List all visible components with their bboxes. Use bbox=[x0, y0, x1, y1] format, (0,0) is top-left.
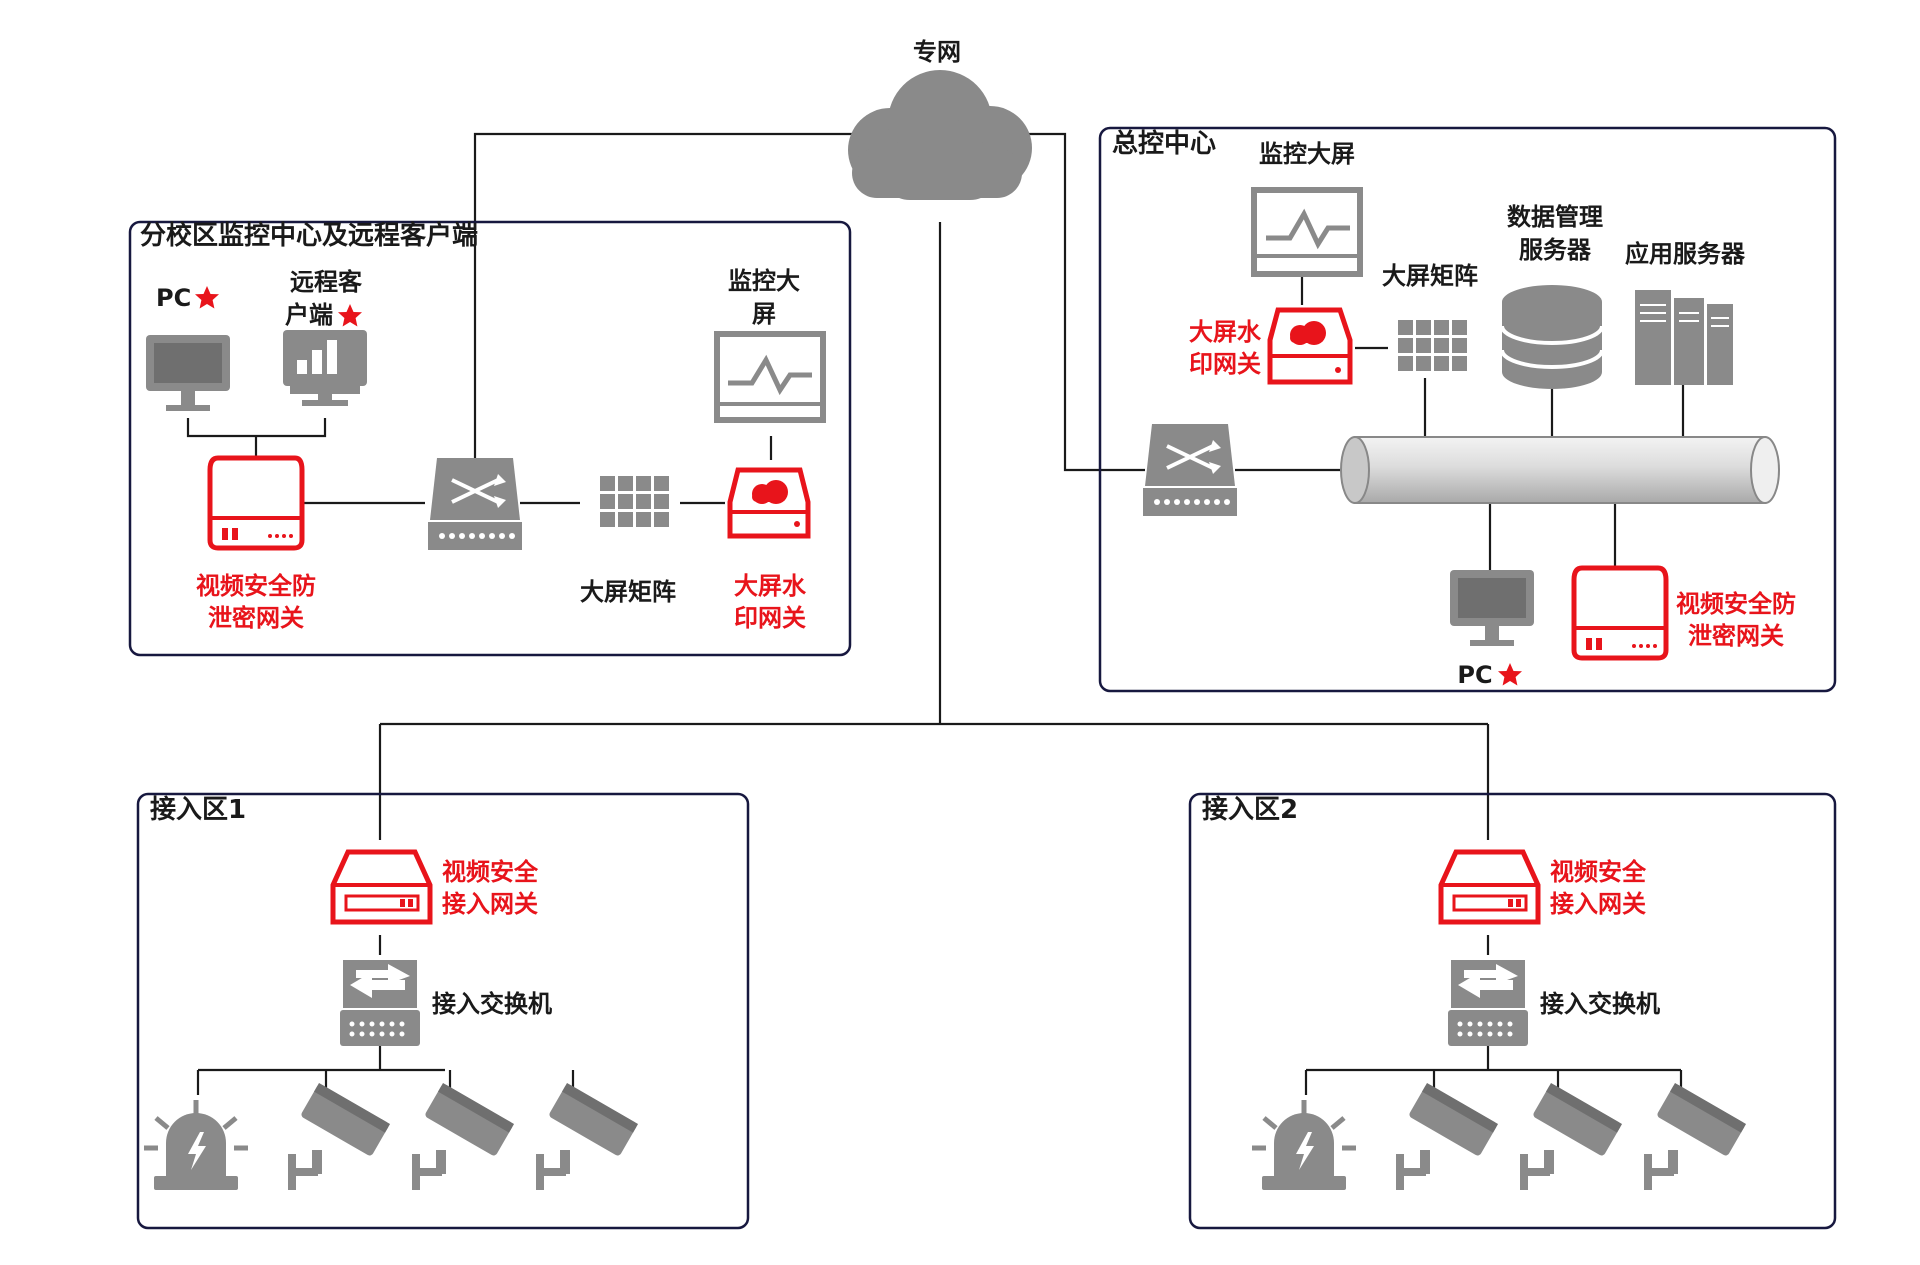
branch-gateway-label-2: 泄密网关 bbox=[208, 604, 304, 632]
main-pc-label: PC bbox=[1457, 661, 1492, 689]
zone-main-title: 总控中心 bbox=[1112, 129, 1216, 159]
camera-icon bbox=[1644, 1083, 1747, 1190]
main-app-server-label: 应用服务器 bbox=[1625, 240, 1746, 268]
star-icon bbox=[1498, 663, 1522, 686]
switch-icon bbox=[428, 458, 522, 550]
main-switch-icon bbox=[1143, 424, 1237, 516]
cloud-label: 专网 bbox=[913, 38, 961, 66]
access-switch-icon bbox=[1448, 960, 1528, 1046]
alarm-icon bbox=[1252, 1100, 1356, 1190]
access2-gateway-label-1: 视频安全 bbox=[1550, 858, 1647, 886]
branch-remote-label-2: 户端 bbox=[285, 301, 333, 329]
backbone-pipe-icon bbox=[1340, 436, 1780, 504]
camera-icon bbox=[536, 1083, 639, 1190]
zone-access2-title: 接入区2 bbox=[1202, 795, 1298, 825]
branch-watermark-label-2: 印网关 bbox=[734, 604, 806, 632]
main-gateway-label-1: 视频安全防 bbox=[1676, 590, 1796, 618]
access1-gateway-label-1: 视频安全 bbox=[442, 858, 539, 886]
monitor-icon bbox=[1450, 570, 1534, 646]
zone-branch-title: 分校区监控中心及远程客户端 bbox=[140, 220, 478, 251]
star-icon bbox=[195, 286, 219, 309]
connection-lines bbox=[186, 132, 1685, 1095]
camera-icon bbox=[412, 1083, 515, 1190]
alarm-icon bbox=[144, 1100, 248, 1190]
access2-gateway-label-2: 接入网关 bbox=[1550, 890, 1646, 918]
monitor-screen-icon bbox=[714, 331, 826, 423]
matrix-grid-icon bbox=[600, 476, 669, 527]
main-watermark-label-2: 印网关 bbox=[1189, 350, 1261, 378]
zone-main bbox=[1098, 126, 1837, 693]
branch-screen-label-2: 屏 bbox=[752, 300, 776, 328]
main-watermark-label-1: 大屏水 bbox=[1189, 318, 1262, 346]
branch-matrix-label: 大屏矩阵 bbox=[580, 578, 676, 606]
access2-switch-label: 接入交换机 bbox=[1540, 990, 1660, 1018]
monitor-screen-icon bbox=[1251, 187, 1363, 277]
branch-remote-label-1: 远程客 bbox=[290, 268, 363, 296]
camera-icon bbox=[288, 1083, 391, 1190]
main-matrix-label: 大屏矩阵 bbox=[1382, 262, 1478, 290]
branch-pc-label: PC bbox=[156, 284, 191, 312]
main-db-label-2: 服务器 bbox=[1519, 236, 1592, 264]
main-screen-label: 监控大屏 bbox=[1259, 140, 1355, 168]
access1-gateway-label-2: 接入网关 bbox=[442, 890, 538, 918]
branch-screen-label-1: 监控大 bbox=[728, 267, 800, 295]
main-gateway-label-2: 泄密网关 bbox=[1688, 622, 1784, 650]
access-gateway-icon bbox=[330, 849, 433, 925]
matrix-grid-icon bbox=[1398, 320, 1467, 371]
server-rack-icon bbox=[1635, 290, 1733, 385]
zone-access1-title: 接入区1 bbox=[150, 795, 246, 825]
access-switch-icon bbox=[340, 960, 420, 1046]
branch-watermark-label-1: 大屏水 bbox=[734, 572, 807, 600]
branch-gateway-label-1: 视频安全防 bbox=[196, 572, 316, 600]
access-gateway-icon bbox=[1438, 849, 1541, 925]
watermark-gateway-icon bbox=[727, 467, 811, 539]
access1-switch-label: 接入交换机 bbox=[432, 990, 552, 1018]
zone-access1 bbox=[136, 792, 750, 1230]
cloud-icon bbox=[848, 70, 1032, 200]
client-monitor-icon bbox=[283, 330, 367, 406]
zone-branch bbox=[128, 220, 852, 657]
monitor-icon bbox=[146, 335, 230, 411]
star-icon bbox=[338, 304, 362, 327]
security-gateway-icon bbox=[1571, 565, 1669, 661]
zone-access2 bbox=[1188, 792, 1837, 1230]
camera-icon bbox=[1520, 1083, 1623, 1190]
security-gateway-icon bbox=[207, 455, 305, 551]
watermark-gateway-icon bbox=[1267, 307, 1353, 385]
camera-icon bbox=[1396, 1083, 1499, 1190]
database-icon bbox=[1500, 285, 1604, 389]
main-db-label-1: 数据管理 bbox=[1507, 203, 1603, 231]
